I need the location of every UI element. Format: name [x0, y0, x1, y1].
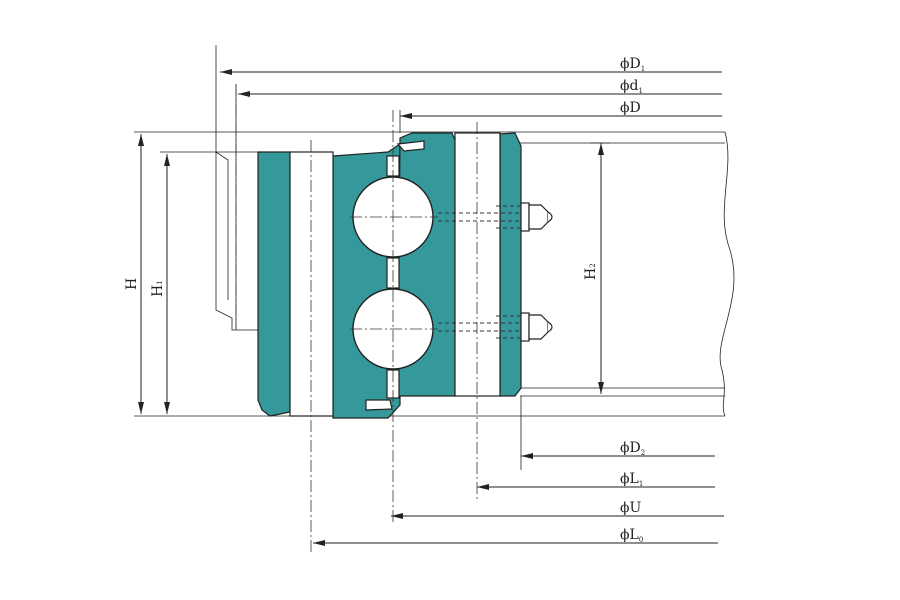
bolt-upper	[438, 202, 553, 232]
dim-label-d1: ϕd1	[620, 78, 643, 95]
dimension-d: ϕD	[399, 100, 722, 133]
dimension-d1-inner: ϕd1	[238, 78, 722, 97]
dimension-h: H	[124, 134, 144, 414]
dim-label-D: ϕD	[620, 100, 641, 116]
dim-label-H: H	[124, 278, 140, 290]
dim-label-L1: ϕL1	[620, 471, 643, 488]
dimension-d2: ϕD2	[520, 396, 715, 470]
dim-label-H2: H2	[583, 263, 599, 280]
bolt-lower	[438, 312, 553, 342]
dimension-l1: ϕL1	[477, 471, 715, 490]
dim-label-D1: ϕD1	[620, 56, 645, 73]
seals	[365, 140, 425, 411]
dim-label-D2: ϕD2	[620, 440, 645, 457]
dim-label-L0: ϕL0	[620, 527, 643, 544]
dimension-h2: H2	[583, 142, 610, 394]
dim-label-H1: H1	[150, 280, 166, 297]
dimension-u: ϕU	[391, 500, 724, 519]
dimension-h1: H1	[150, 154, 170, 414]
dim-label-U: ϕU	[620, 500, 642, 516]
center-lines	[235, 84, 478, 555]
bolt-bores	[289, 132, 501, 417]
dimension-d1-outer: ϕD1	[220, 56, 722, 75]
dimension-l0: ϕL0	[313, 527, 718, 546]
